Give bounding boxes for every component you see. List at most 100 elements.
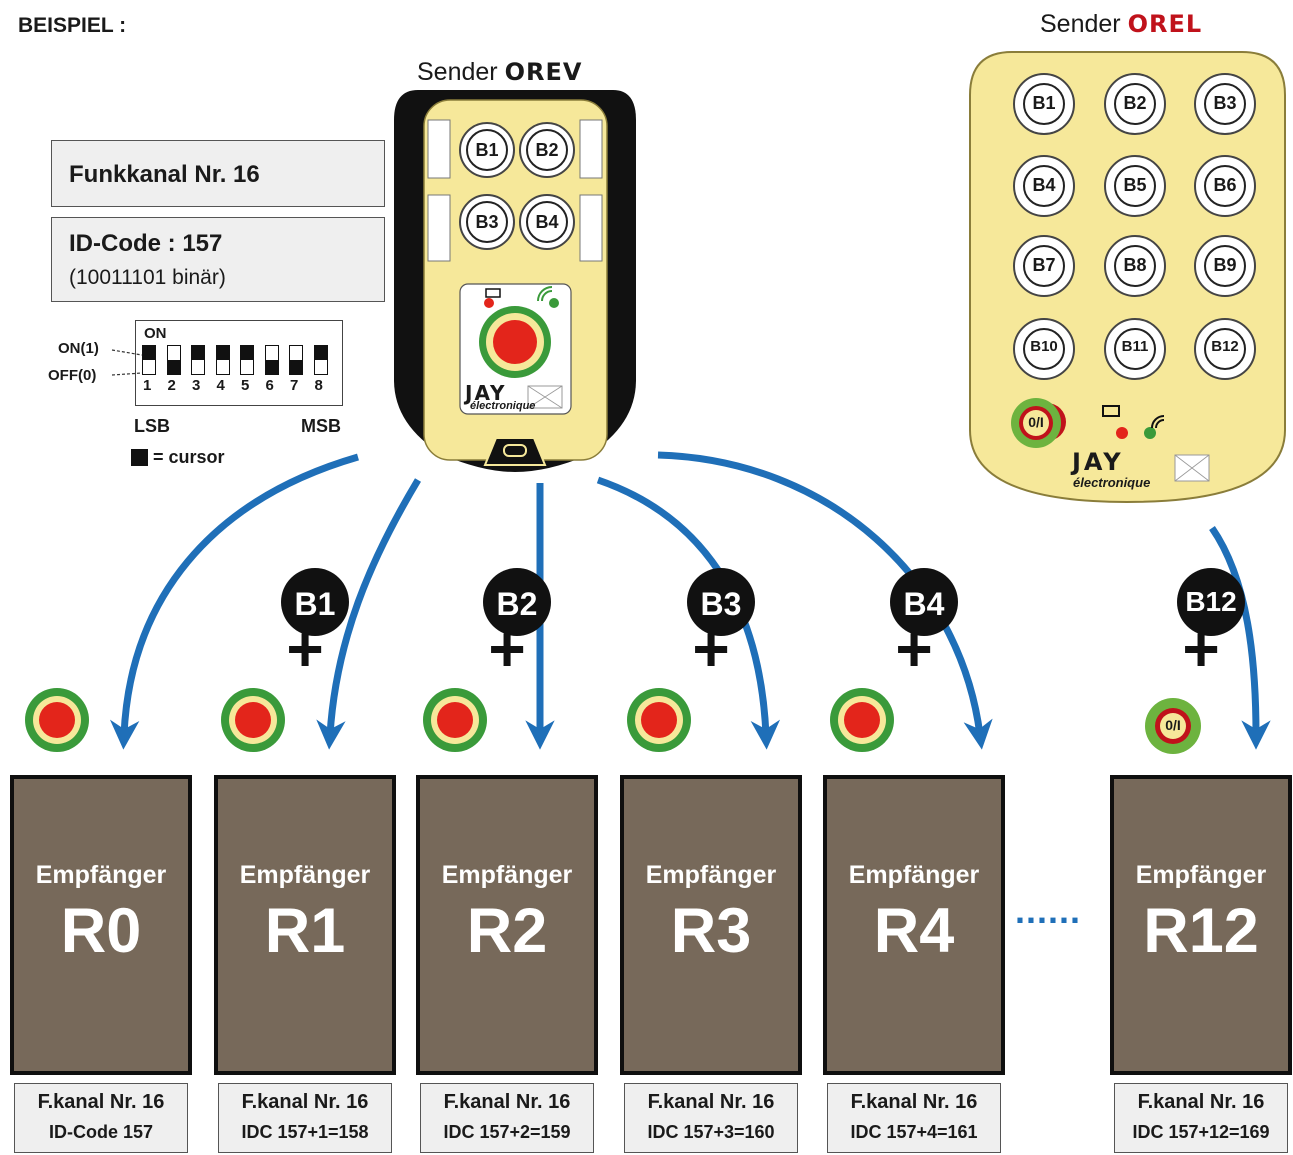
orel-onoff-label: 0/I (1028, 414, 1044, 430)
dip-switch (313, 345, 328, 375)
orel-button-label: B12 (1211, 338, 1239, 355)
dip-switch-cursor (265, 360, 278, 374)
cursor-legend-text: = cursor (153, 447, 225, 467)
combo-button-badge (890, 568, 958, 636)
combo-button-label: B4 (903, 586, 945, 622)
cursor-legend-swatch (131, 449, 148, 466)
dip-msb-label: MSB (301, 416, 341, 436)
receiver-name: R12 (1143, 896, 1259, 966)
receiver-channel: F.kanal Nr. 16 (850, 1091, 978, 1113)
orel-button-label: B5 (1123, 175, 1147, 195)
dip-switch-cursor (192, 346, 204, 360)
receiver-type: Empfänger (35, 861, 167, 889)
orev-button-b4: B4 (519, 194, 575, 250)
orel-button-label: B2 (1123, 93, 1147, 113)
dip-switch-cursor (314, 346, 327, 360)
dip-switch (166, 345, 181, 375)
stop-button-core (437, 702, 473, 738)
orev-brand-logo: JAY (465, 381, 507, 405)
orel-button-b11: B11 (1104, 318, 1166, 380)
receiver-type: Empfänger (848, 861, 980, 889)
receiver-label-box: F.kanal Nr. 16 ID-Code 157 (14, 1083, 188, 1153)
receiver-idcode: ID-Code 157 (48, 1122, 154, 1142)
dip-on-label: ON (144, 325, 167, 342)
orel-button-ring (1114, 328, 1156, 370)
orev-button-label: B3 (475, 212, 499, 232)
combo-button-badge (1177, 568, 1245, 636)
combo-button-label: B1 (294, 586, 336, 622)
receiver-name: R0 (60, 896, 142, 966)
orel-button-label: B9 (1213, 255, 1237, 275)
dip-switch-cursor (290, 360, 302, 374)
orel-button-b1: B1 (1013, 73, 1075, 135)
orel-button-ring (1023, 83, 1065, 125)
orev-button-label: B2 (535, 140, 559, 160)
orel-button-b6: B6 (1194, 155, 1256, 217)
orel-button-label: B4 (1032, 175, 1056, 195)
idcode-title: ID-Code : 157 (69, 230, 223, 257)
dip-switch-number: 4 (216, 377, 225, 394)
receiver-idcode: IDC 157+4=161 (850, 1122, 978, 1142)
orel-button-ring (1023, 165, 1065, 207)
orel-brand-sub: électronique (1073, 475, 1151, 490)
orel-button-label: B1 (1032, 93, 1056, 113)
orel-button-ring (1204, 245, 1246, 287)
arrow-to-r4 (657, 451, 993, 750)
orel-button-ring (1204, 328, 1246, 370)
receiver-channel: F.kanal Nr. 16 (1137, 1091, 1265, 1113)
orel-button-label: B11 (1121, 338, 1149, 355)
page-heading: BEISPIEL : (18, 14, 127, 37)
receiver-type: Empfänger (645, 861, 777, 889)
stop-button-core (39, 702, 75, 738)
arrow-to-r0 (109, 453, 359, 750)
dip-switch-cursor (241, 346, 253, 360)
receiver-type: Empfänger (239, 861, 371, 889)
dip-off-state-label: OFF(0) (48, 367, 97, 384)
orev-button-label: B4 (535, 212, 559, 232)
orel-model-name: OREL (1127, 10, 1203, 38)
dip-switch-number: 7 (290, 377, 299, 394)
orev-title-prefix: Sender (417, 58, 498, 86)
orel-button-label: B7 (1032, 255, 1056, 275)
dip-on-state-label: ON(1) (58, 340, 99, 357)
orel-onoff-face (1023, 410, 1049, 436)
idcode-box: ID-Code : 157 (10011101 binär) (51, 217, 385, 302)
receiver-channel: F.kanal Nr. 16 (647, 1091, 775, 1113)
combo-plus: + (692, 613, 730, 685)
combo-button-label: B2 (496, 586, 538, 622)
dip-switch-number: 3 (192, 377, 201, 394)
orev-title: Sender OREV (417, 58, 582, 87)
arrow-to-r1 (316, 478, 422, 750)
receiver-label-box: F.kanal Nr. 16 IDC 157+4=161 (827, 1083, 1001, 1153)
orel-button-ring (1114, 245, 1156, 287)
dip-switch (240, 345, 254, 375)
dip-switch-cursor (143, 346, 155, 360)
orev-button-b3: B3 (459, 194, 515, 250)
orel-button-b10: B10 (1013, 318, 1075, 380)
orev-button-ring (466, 201, 508, 243)
orel-button-ring (1204, 165, 1246, 207)
orel-button-b7: B7 (1013, 235, 1075, 297)
dip-switch-cursor (216, 346, 229, 360)
receiver-idcode: IDC 157+2=159 (443, 1122, 571, 1142)
combo-button-badge (483, 568, 551, 636)
dip-lsb-label: LSB (134, 416, 170, 436)
dip-switch-number: 2 (167, 377, 176, 394)
combo-button-badge (687, 568, 755, 636)
orev-brand-sub: électronique (470, 400, 536, 412)
onoff-button-label: 0/I (1165, 717, 1181, 733)
dip-switch-number: 1 (143, 377, 152, 394)
orev-button-b2: B2 (519, 122, 575, 178)
orel-button-b4: B4 (1013, 155, 1075, 217)
receiver-name: R1 (264, 896, 346, 966)
orel-button-ring (1023, 245, 1065, 287)
orel-button-label: B10 (1030, 338, 1058, 355)
receiver-channel: F.kanal Nr. 16 (37, 1091, 165, 1113)
orev-button-b1: B1 (459, 122, 515, 178)
